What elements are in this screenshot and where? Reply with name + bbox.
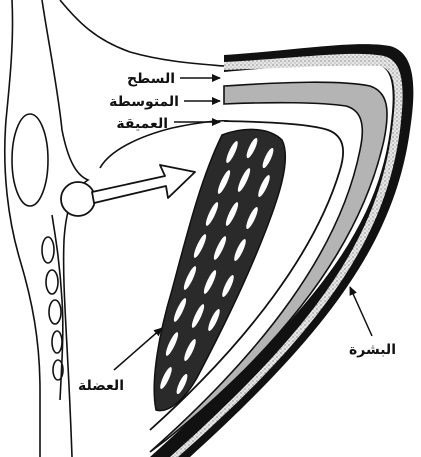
zoom-circle (61, 182, 95, 216)
skin-arrow (350, 287, 372, 336)
label-deep: العميقة (116, 116, 168, 132)
label-skin-group: البشرة (349, 287, 396, 358)
bone-edge-left (5, 0, 40, 457)
bone-segment (42, 237, 54, 263)
bone-upper-contour (60, 0, 224, 66)
bone-oval (12, 114, 48, 206)
label-surface-group: السطح (127, 71, 220, 87)
bone-segment (49, 300, 61, 324)
bone-segment (52, 331, 62, 353)
label-muscle: العضلة (78, 378, 124, 394)
label-middle: المتوسطة (109, 94, 179, 110)
bone-segment (46, 270, 58, 294)
muscle-arrow (114, 328, 162, 370)
label-skin: البشرة (349, 342, 396, 358)
zoom-arrow-icon (92, 165, 195, 203)
zoom-indicator (61, 165, 195, 216)
label-surface: السطح (127, 71, 175, 87)
label-middle-group: المتوسطة (109, 94, 220, 110)
label-muscle-group: العضلة (78, 328, 162, 394)
